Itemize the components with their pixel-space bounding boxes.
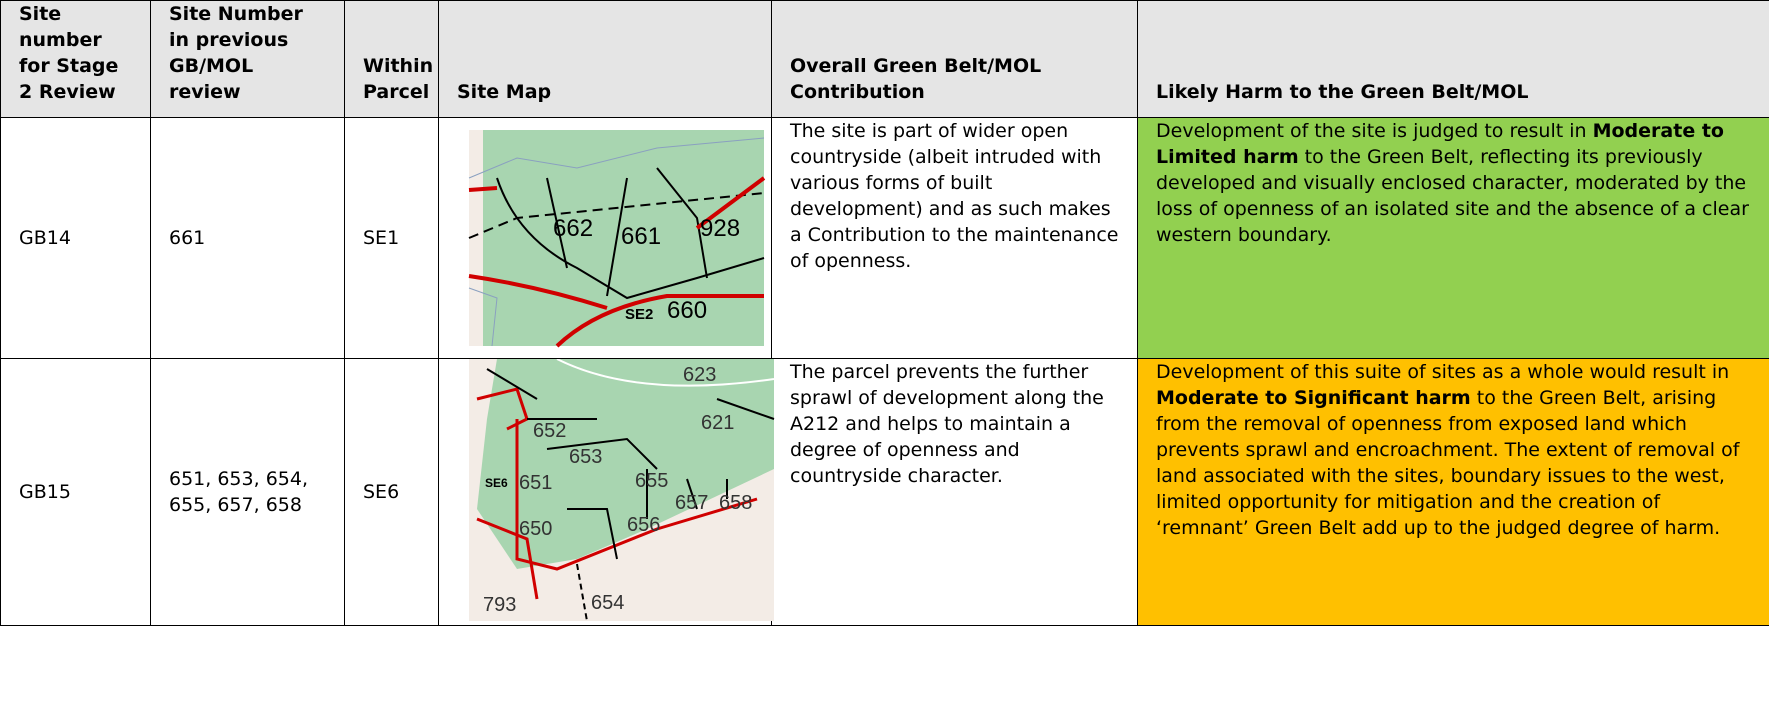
header-site-number: Site number for Stage 2 Review [0,0,151,118]
map-parcel-label: SE2 [625,306,653,323]
map-label: 660 [667,297,707,324]
harm-level: Moderate to Limited harm [1156,120,1724,168]
harm-text: to the Green Belt, reflecting its previo… [1156,146,1749,246]
harm-cell: Development of the site is judged to res… [1137,117,1769,359]
map-label: 793 [483,594,516,616]
green-belt-review-table: Site number for Stage 2 Review Site Numb… [0,0,1769,626]
table-row: GB15 651, 653, 654, 655, 657, 658 SE6 62… [0,358,1769,626]
header-contribution: Overall Green Belt/MOL Contribution [771,0,1138,118]
map-label: 621 [701,412,734,434]
contribution-cell: The parcel prevents the further sprawl o… [771,358,1138,626]
map-label: 658 [719,492,752,514]
map-label: 652 [533,420,566,442]
previous-site-cell: 651, 653, 654, 655, 657, 658 [150,358,345,626]
site-number-cell: GB15 [0,358,151,626]
previous-site-cell: 661 [150,117,345,359]
harm-text: Development of this suite of sites as a … [1156,361,1730,383]
map-label: 661 [621,223,661,250]
map-label: 657 [675,492,708,514]
site-map-gb14: 662 661 928 660 SE2 [468,130,766,348]
header-site-map: Site Map [438,0,772,118]
header-within-parcel: Within Parcel [344,0,439,118]
site-map-cell: 623 621 652 653 655 651 657 658 656 650 … [438,358,775,626]
header-previous-site: Site Number in previous GB/MOL review [150,0,345,118]
map-parcel-label: SE6 [485,476,508,490]
site-number-cell: GB14 [0,117,151,359]
map-label: 653 [569,446,602,468]
parcel-cell: SE1 [344,117,439,359]
site-map-gb15: 623 621 652 653 655 651 657 658 656 650 … [469,359,775,622]
harm-text: to the Green Belt, arising from the remo… [1156,387,1740,539]
map-label: 655 [635,470,668,492]
header-harm: Likely Harm to the Green Belt/MOL [1137,0,1769,118]
map-label: 651 [519,472,552,494]
map-label: 623 [683,364,716,386]
contribution-cell: The site is part of wider open countrysi… [771,117,1138,359]
parcel-cell: SE6 [344,358,439,626]
map-label: 650 [519,518,552,540]
site-map-cell: 662 661 928 660 SE2 [438,117,772,359]
map-label: 654 [591,592,624,614]
table-header-row: Site number for Stage 2 Review Site Numb… [0,0,1769,118]
harm-text: Development of the site is judged to res… [1156,120,1593,142]
table-row: GB14 661 SE1 662 661 928 660 SE2 [0,117,1769,359]
map-label: 656 [627,514,660,536]
harm-cell: Development of this suite of sites as a … [1137,358,1769,626]
map-label: 928 [700,215,740,242]
map-label: 662 [553,215,593,242]
harm-level: Moderate to Significant harm [1156,387,1471,409]
